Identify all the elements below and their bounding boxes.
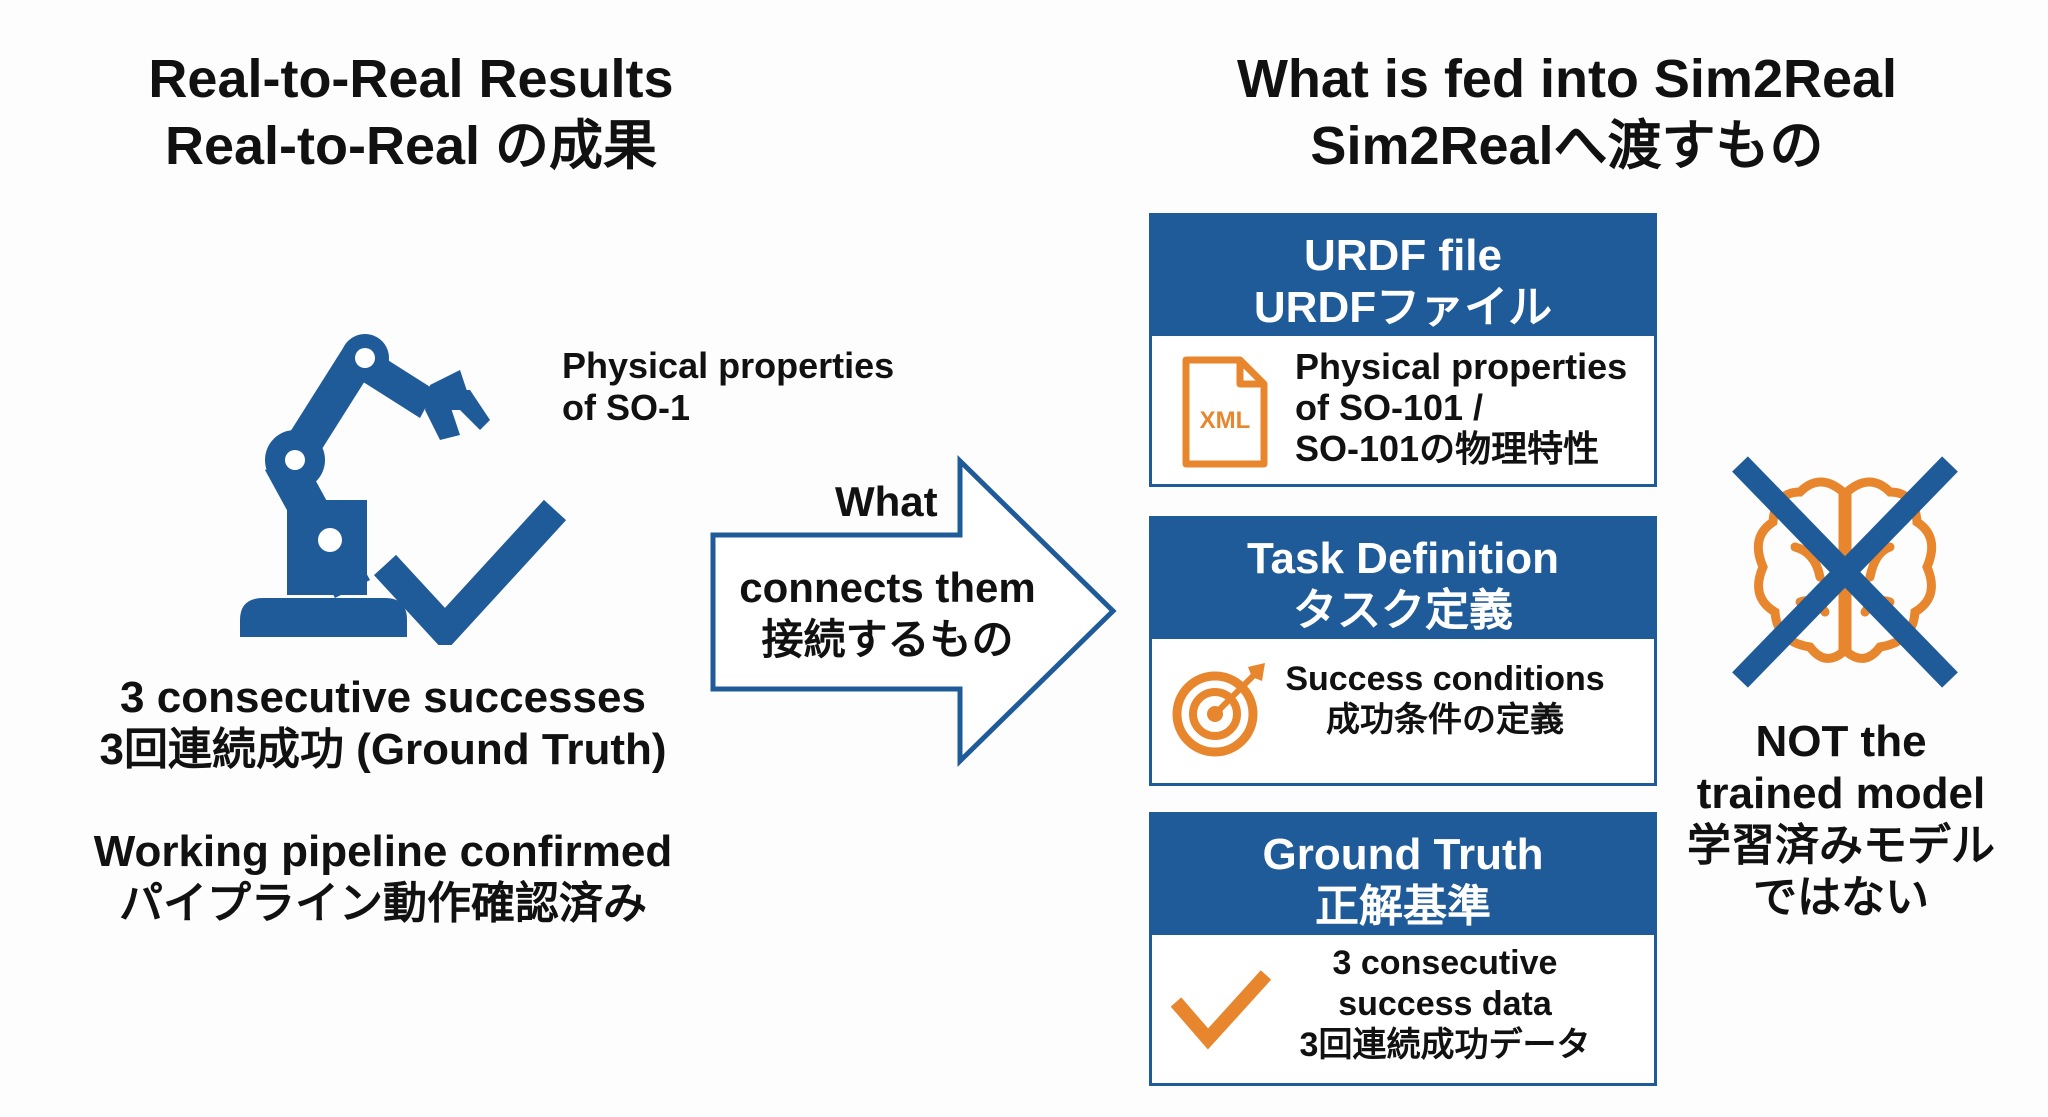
svg-text:XML: XML	[1200, 407, 1251, 434]
pipeline-text: Working pipeline confirmed パイプライン動作確認済み	[0, 826, 783, 930]
box-line: 3回連続成功データ	[1299, 1026, 1591, 1064]
checkmark-icon	[1170, 970, 1272, 1050]
target-icon	[1172, 663, 1265, 757]
box-line: Success conditions	[1285, 660, 1605, 698]
box-content: Physical properties of SO-101 / SO-101の物…	[1295, 346, 1627, 469]
box-line: SO-101の物理特性	[1295, 428, 1600, 469]
brain-icon	[1753, 477, 1937, 663]
box-title-ja: 正解基準	[1315, 882, 1491, 931]
box-title-en: Task Definition	[1246, 534, 1560, 583]
left-title-ja: Real-to-Real の成果	[164, 116, 658, 176]
right-title: What is fed into Sim2Real Sim2Realへ渡すもの	[1117, 46, 2017, 180]
box-line: 成功条件の定義	[1326, 701, 1564, 739]
arrow-label-en: connects them	[739, 564, 1036, 611]
arrow-shape	[710, 455, 1117, 767]
left-title-en: Real-to-Real Results	[148, 49, 674, 109]
pipeline-ja: パイプライン動作確認済み	[119, 879, 647, 928]
box-title-ja: タスク定義	[1293, 586, 1513, 635]
box-title-en: Ground Truth	[1262, 830, 1544, 879]
robot-label: Physical properties of SO-1	[562, 345, 894, 429]
not-line: trained model	[1696, 769, 1986, 818]
x-mark-icon	[1732, 456, 1958, 688]
right-title-en: What is fed into Sim2Real	[1236, 49, 1898, 109]
robot-label-line1: Physical properties	[562, 345, 895, 386]
crossed-brain-icon	[1732, 456, 1958, 688]
ground-truth-box: Ground Truth 正解基準 3 consecutive success …	[1149, 812, 1657, 1086]
xml-file-icon: XML	[1182, 356, 1268, 468]
urdf-file-box: URDF file URDFファイル XML Physical properti…	[1149, 213, 1657, 487]
result-text: 3 consecutive successes 3回連続成功 (Ground T…	[0, 672, 783, 776]
box-content: Success conditions 成功条件の定義	[1270, 659, 1620, 741]
box-line: of SO-101 /	[1295, 387, 1484, 428]
pipeline-en: Working pipeline confirmed	[93, 827, 673, 876]
box-line: success data	[1338, 985, 1552, 1023]
box-line: Physical properties	[1295, 346, 1628, 387]
not-line: NOT the	[1755, 717, 1927, 766]
box-title-en: URDF file	[1304, 231, 1502, 280]
arrow-label-what: What	[835, 478, 938, 525]
robot-label-line2: of SO-1	[562, 387, 691, 428]
right-title-ja: Sim2Realへ渡すもの	[1310, 116, 1824, 176]
box-title-ja: URDFファイル	[1253, 283, 1553, 332]
task-definition-box: Task Definition タスク定義 Success conditions…	[1149, 516, 1657, 786]
arrow-label: connects them 接続するもの	[700, 562, 1075, 666]
box-content: 3 consecutive success data 3回連続成功データ	[1270, 943, 1620, 1066]
result-ja: 3回連続成功 (Ground Truth)	[99, 725, 667, 774]
left-title: Real-to-Real Results Real-to-Real の成果	[0, 46, 861, 180]
robot-arm-icon	[240, 334, 567, 645]
not-line: 学習済みモデル	[1687, 821, 1995, 870]
arrow-label-ja: 接続するもの	[761, 616, 1014, 663]
not-trained-model-text: NOT the trained model 学習済みモデル ではない	[1661, 716, 2021, 924]
not-line: ではない	[1753, 873, 1929, 922]
box-line: 3 consecutive	[1332, 944, 1558, 982]
result-en: 3 consecutive successes	[120, 673, 646, 722]
